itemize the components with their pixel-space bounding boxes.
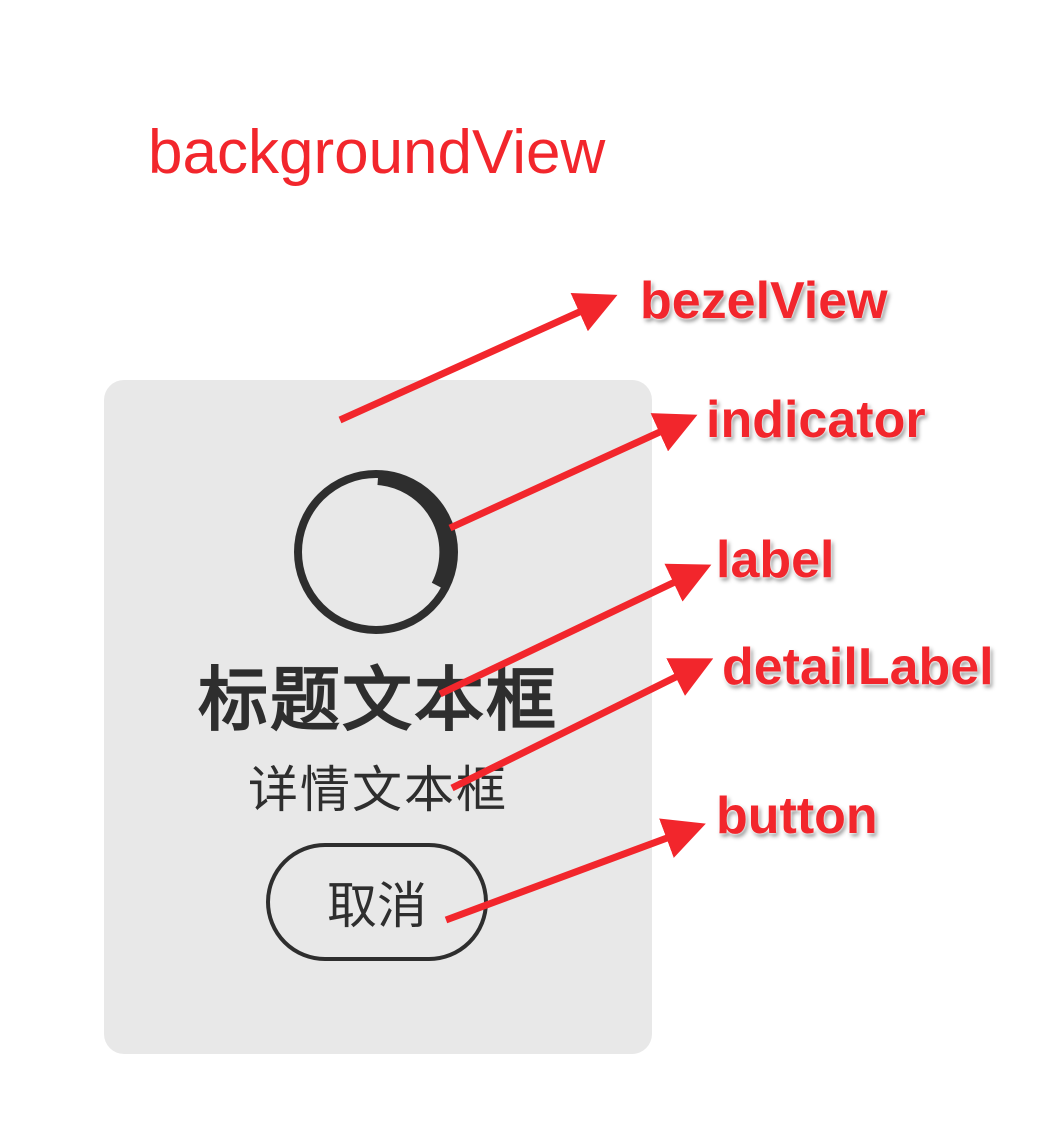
label-callout: label	[716, 531, 835, 589]
title-label: 标题文本框	[198, 659, 558, 741]
indicator-ring	[294, 470, 458, 634]
detail-label: 详情文本框	[248, 761, 508, 819]
progress-indicator-icon	[294, 470, 458, 634]
indicator-progress-arc	[377, 471, 454, 590]
bezel-view-callout: bezelView	[640, 272, 888, 330]
cancel-button[interactable]: 取消	[266, 843, 488, 961]
button-callout: button	[716, 787, 878, 845]
background-view-label: backgroundView	[148, 118, 606, 187]
detail-label-callout: detailLabel	[722, 638, 994, 696]
indicator-callout: indicator	[706, 391, 926, 449]
